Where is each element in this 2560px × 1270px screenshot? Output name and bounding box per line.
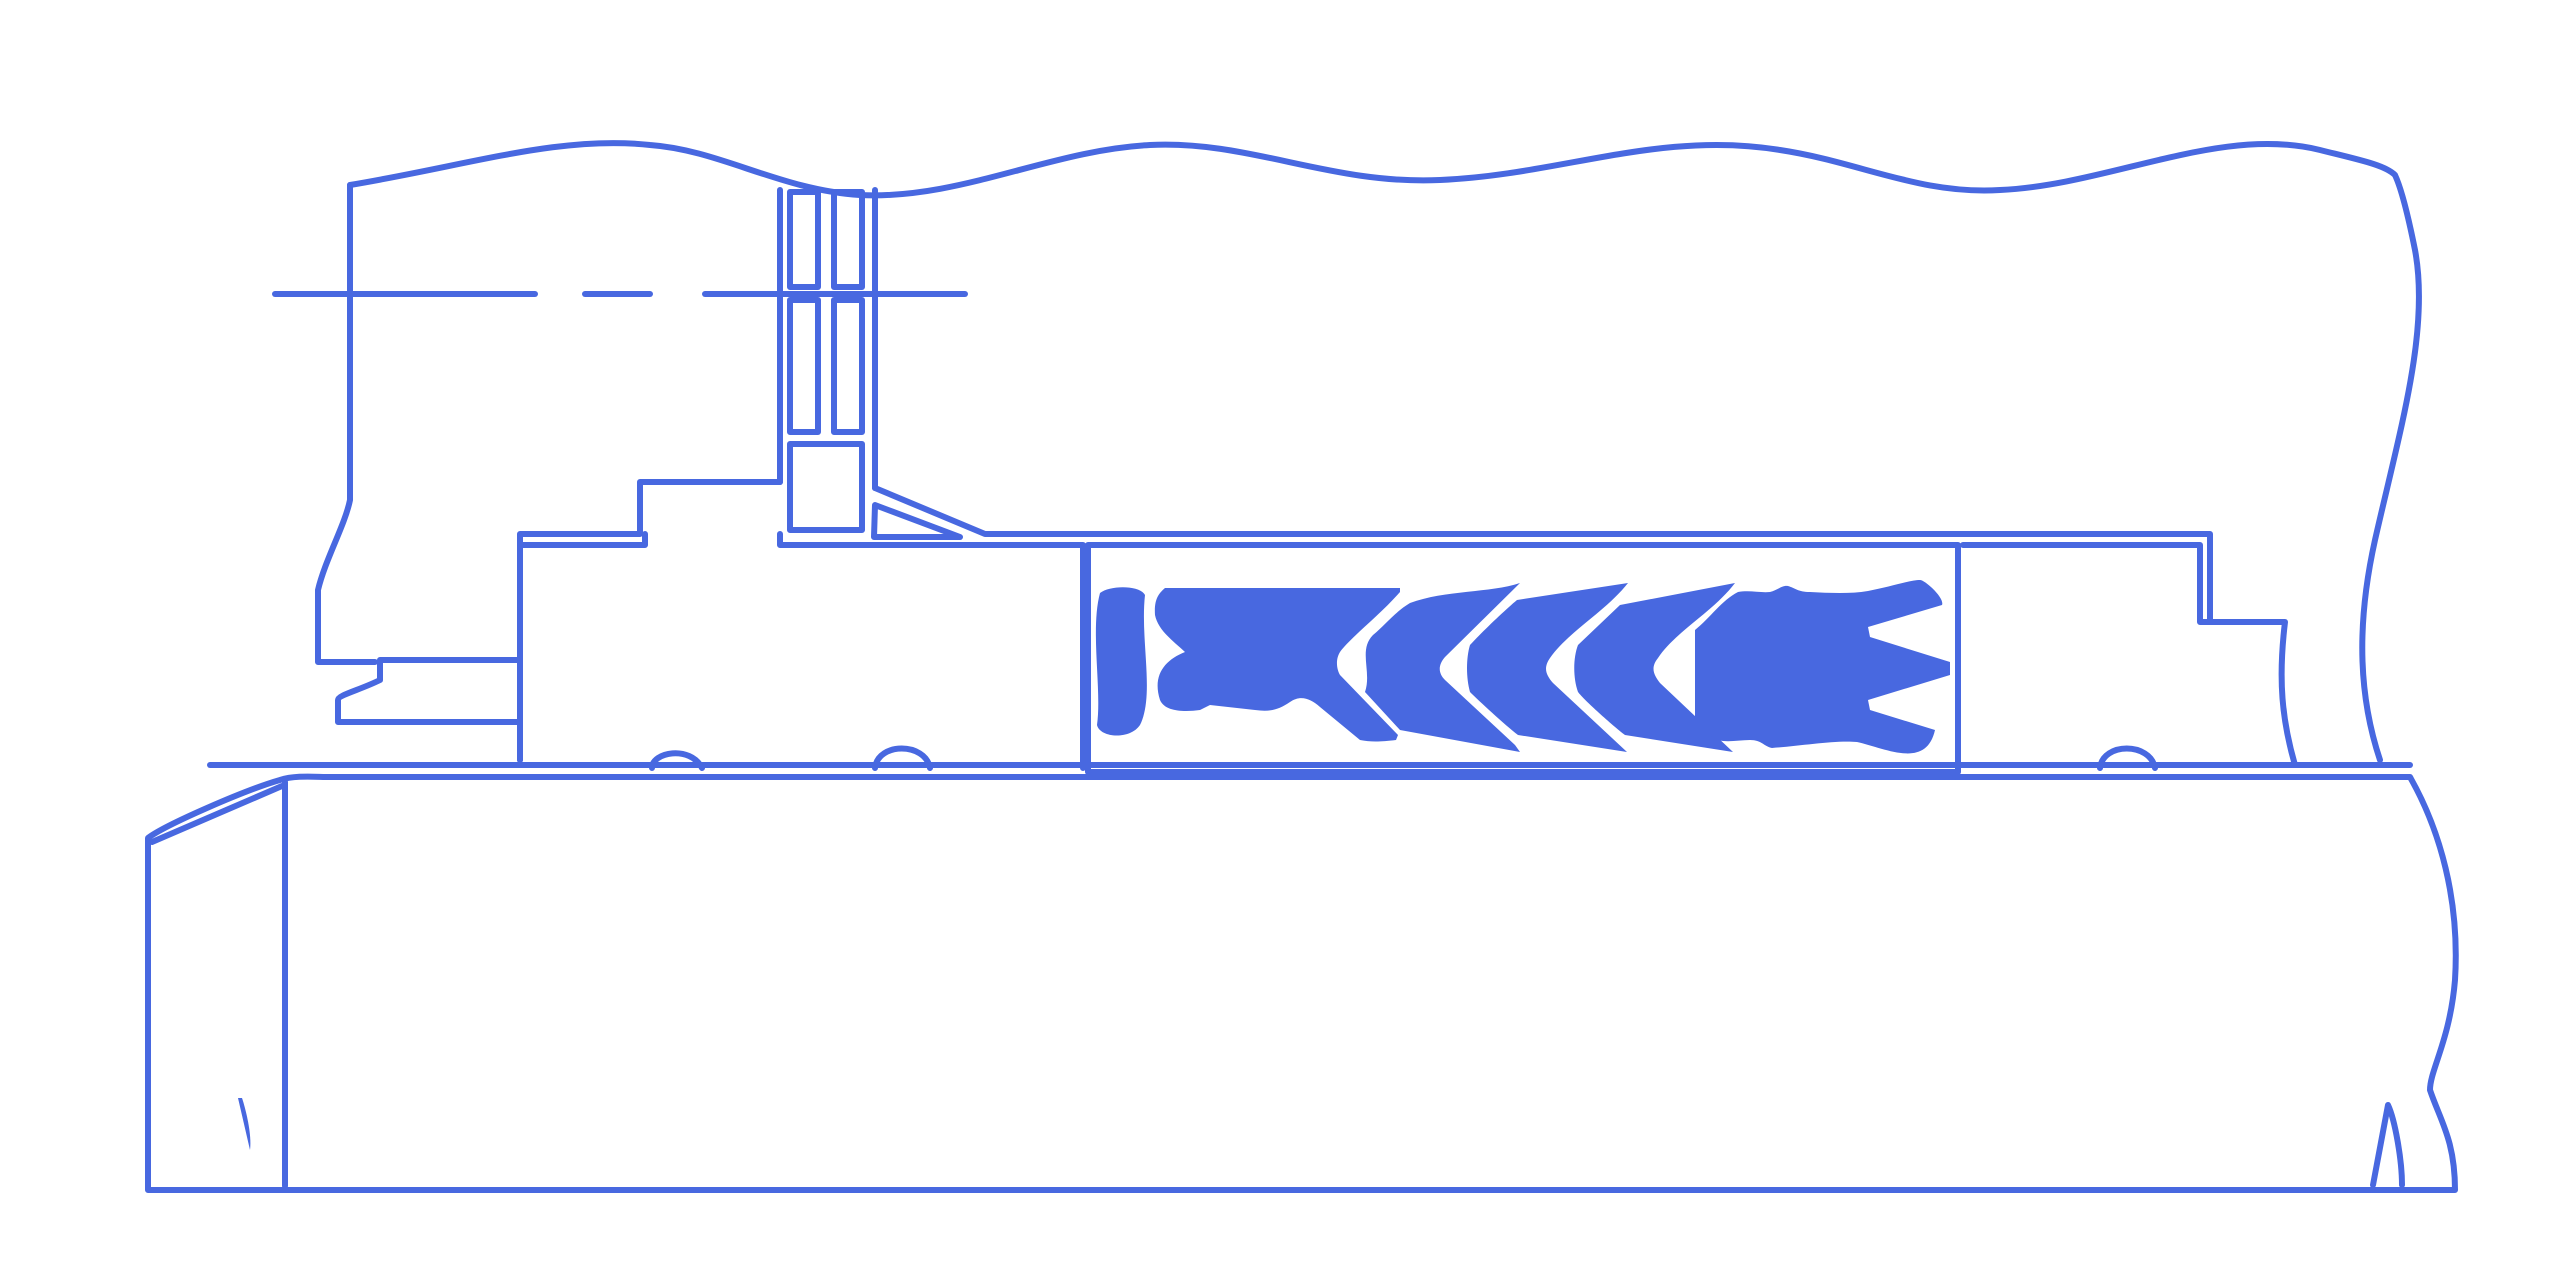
right-panel <box>1963 545 2295 765</box>
middle-frame <box>520 534 645 760</box>
left-tower-outline <box>318 185 375 662</box>
detail-marks <box>238 1098 251 1150</box>
shape-chevron-3 <box>1574 583 1735 752</box>
right-sliver <box>2373 1105 2402 1185</box>
wheel-1 <box>652 753 702 768</box>
stepped-profile <box>338 482 780 760</box>
window-4 <box>834 300 862 432</box>
window-1 <box>790 192 818 287</box>
central-panel <box>1088 545 1958 772</box>
shape-arrow-right <box>1695 580 1950 754</box>
central-panel-shapes <box>1095 580 1950 754</box>
window-5 <box>790 444 862 530</box>
shape-chevron-2 <box>1467 583 1628 752</box>
lower-block <box>148 777 2456 1190</box>
lower-left-face <box>152 786 282 842</box>
wavy-top-edge <box>350 143 2419 760</box>
shape-lattice <box>1154 588 1400 742</box>
middle-frame-2 <box>780 534 1083 768</box>
detail-mark-1 <box>238 1098 251 1150</box>
shape-bar-1 <box>1095 587 1147 736</box>
window-2 <box>834 192 862 287</box>
wheel-3 <box>2100 749 2155 769</box>
drawing-outline <box>148 143 2456 1190</box>
wheel-2 <box>875 749 930 769</box>
shape-chevron-1 <box>1365 583 1520 752</box>
window-3 <box>790 300 818 432</box>
ramp-wedge <box>874 505 960 537</box>
